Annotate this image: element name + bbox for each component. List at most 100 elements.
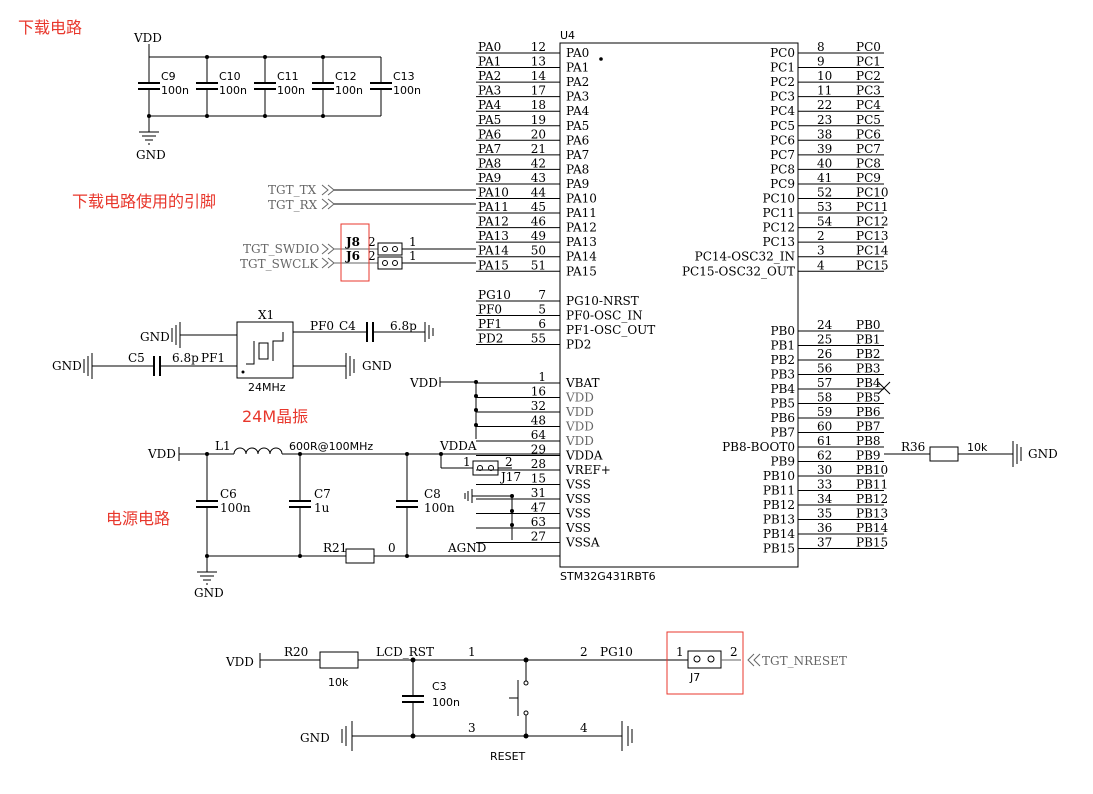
tgt-swdio-net: TGT_SWDIO [243,242,320,256]
pin-number: 32 [531,399,546,413]
pin-number: 7 [538,288,546,302]
pin-vdd: VDD 32 [476,399,594,419]
pin-name: PD2 [566,338,591,352]
pin-name: PA12 [566,221,597,235]
pin-name: PF1-OSC_OUT [566,323,655,337]
vdd-label: VDD [133,31,162,45]
pin-name: PC11 [762,206,795,220]
pin-name: PC6 [770,133,795,147]
crystal-x1 [236,321,294,379]
pin-name: VDD [565,420,594,434]
reset-vdd-label: VDD [225,655,254,669]
pin-number: 61 [817,434,832,448]
pin-number: 30 [817,463,832,477]
pin-number: 42 [531,156,546,170]
title-download-circuit: 下载电路 [18,18,82,37]
net-label: PA15 [478,258,509,272]
c5-value: 6.8p [172,351,199,365]
pin-number: 29 [531,443,546,457]
pin-number: 57 [817,376,832,390]
j8-jumper[interactable] [377,242,403,256]
pin-number: 51 [531,258,546,272]
net-label: PB5 [856,391,881,405]
net-label: PC14 [856,244,889,258]
pin-name: PG10-NRST [566,294,639,308]
chip-vdd-bus: VDD 1 2 J17 [409,376,521,540]
title-download-pins: 下载电路使用的引脚 [72,192,216,211]
pin-name: PB13 [763,513,795,527]
pin-name: VDDA [565,449,603,463]
crystal-gnd-3: GND [362,359,392,373]
c4-value: 6.8p [390,319,417,333]
pin-name: PF0-OSC_IN [566,309,643,323]
debug-highlight-box [340,223,370,282]
pin-number: 19 [531,113,546,127]
c4-ref: C4 [339,319,356,333]
net-label: PA14 [478,244,509,258]
j6-jumper[interactable] [377,256,403,270]
r21-value: 0 [388,541,396,555]
j17-jumper[interactable] [472,460,499,476]
net-label: PA10 [478,186,509,200]
crystal-gnd-2: GND [52,359,82,373]
cap-value: 100n [161,84,189,97]
x1-ref: X1 [258,308,274,322]
net-label: PB2 [856,347,881,361]
pin-name: PB10 [763,469,795,483]
pin-number: 3 [817,244,825,258]
svg-text:1: 1 [409,235,417,249]
pin-number: 60 [817,420,832,434]
pin-name: VBAT [565,376,600,390]
l1-value: 600R@100MHz [289,440,373,453]
pin-number: 8 [817,40,825,54]
net-label: PC0 [856,40,881,54]
j7-jumper[interactable] [687,650,722,669]
pin-name: VDD [565,405,594,419]
cap-ref: C11 [277,70,299,83]
pin-number: 9 [817,55,825,69]
r20-value: 10k [328,676,349,689]
cap-ref: C13 [393,70,415,83]
pin-number: 62 [817,449,832,463]
pin-number: 22 [817,98,832,112]
pin-number: 16 [531,385,546,399]
pin-number: 54 [817,215,833,229]
crystal-gnd-1: GND [140,330,170,344]
pin-name: PC5 [770,119,795,133]
pin-name: PA4 [566,104,590,118]
pin-name: PB1 [770,339,795,353]
pin-number: 41 [817,171,832,185]
pin-name: PA1 [566,61,589,75]
agnd-net: AGND [447,541,486,555]
pin-name: PB11 [763,484,795,498]
c3-ref: C3 [432,680,447,693]
svg-text:2: 2 [368,235,376,249]
pin-number: 34 [817,492,833,506]
pin-number: 27 [531,530,546,544]
tgt-rx-net: TGT_RX [268,198,318,212]
net-label: PB7 [856,420,881,434]
pin-number: 58 [817,391,832,405]
pin-name: PB5 [770,397,795,411]
net-label: PA0 [478,40,501,54]
pin-name: VSSA [565,536,600,550]
svg-text:3: 3 [468,721,476,735]
